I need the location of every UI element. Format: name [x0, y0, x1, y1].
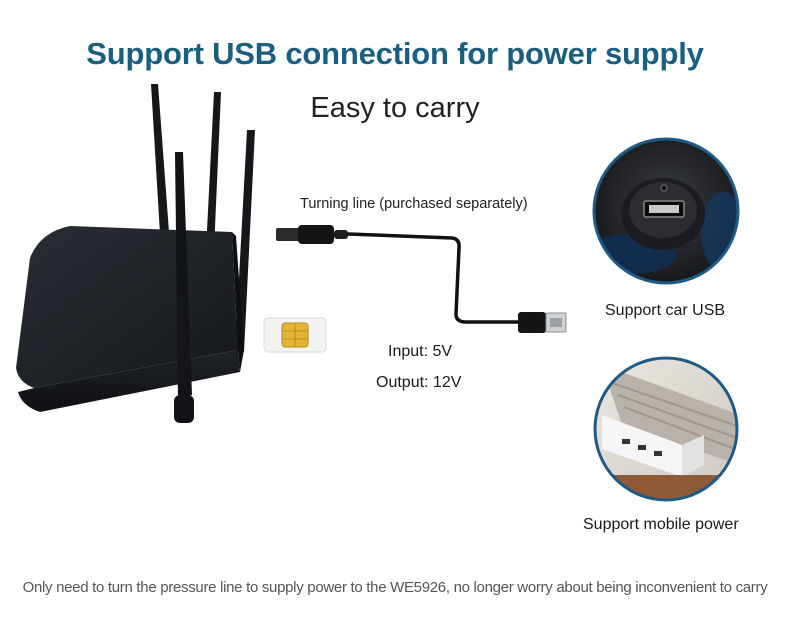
footer-caption: Only need to turn the pressure line to s…	[22, 579, 768, 596]
page-title: Support USB connection for power supply	[86, 36, 704, 71]
antenna	[174, 152, 194, 423]
input-voltage-label: Input: 5V	[388, 343, 453, 360]
sim-card-icon	[263, 317, 327, 353]
page-subtitle: Easy to carry	[310, 92, 480, 124]
car-usb-image	[592, 137, 740, 285]
output-voltage-label: Output: 12V	[376, 374, 462, 391]
mobile-power-label: Support mobile power	[583, 516, 739, 533]
car-usb-label: Support car USB	[605, 302, 726, 319]
cable-label: Turning line (purchased separately)	[300, 196, 528, 212]
power-bank-image	[593, 356, 739, 502]
